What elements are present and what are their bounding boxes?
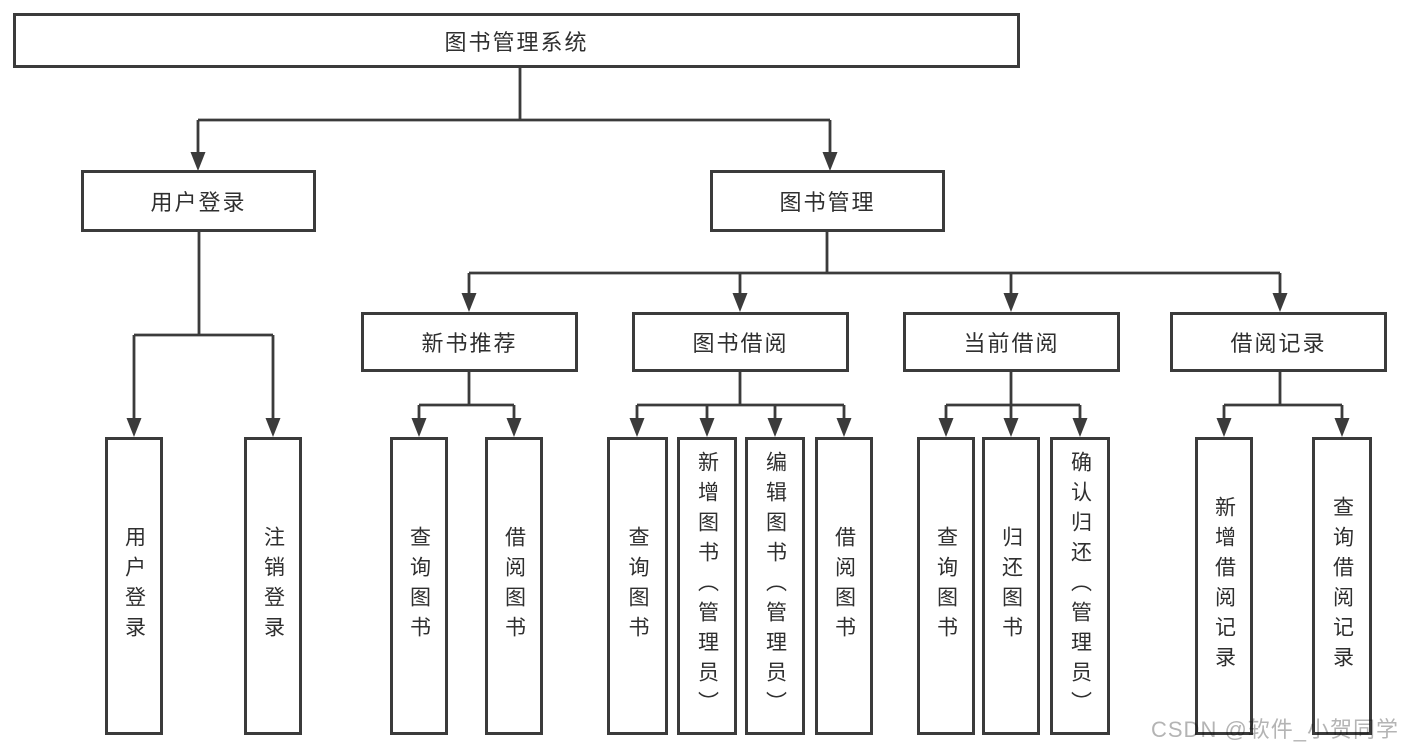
node-current-borrowing: 当前借阅: [903, 312, 1120, 372]
node-label: 图书借阅: [692, 331, 789, 356]
connector-root-to-level2: [190, 68, 838, 171]
node-label: 用户登录: [150, 190, 247, 215]
node-borrowing-records: 借阅记录: [1170, 312, 1387, 372]
leaf-query-books-borrowing: 查询图书: [607, 437, 668, 735]
node-label: 查询图书: [407, 526, 431, 646]
node-label: 编辑图书（管理员）: [763, 451, 787, 721]
leaf-query-borrow-record: 查询借阅记录: [1312, 437, 1372, 735]
leaf-logout-login: 注销登录: [244, 437, 302, 735]
leaf-borrow-books-recommend: 借阅图书: [485, 437, 543, 735]
leaf-user-login: 用户登录: [105, 437, 163, 735]
connector-new-book-recommendation-to-leaves: [411, 372, 522, 437]
leaf-borrow-books-borrowing: 借阅图书: [815, 437, 873, 735]
csdn-watermark: CSDN @软件_小贺同学: [1151, 717, 1400, 742]
leaf-query-books-current: 查询图书: [917, 437, 975, 735]
leaf-query-books-recommend: 查询图书: [390, 437, 448, 735]
node-label: 确认归还（管理员）: [1068, 451, 1092, 721]
connector-book-management-to-level3: [461, 232, 1288, 312]
node-new-book-recommendation: 新书推荐: [361, 312, 578, 372]
node-label: 归还图书: [999, 526, 1023, 646]
leaf-add-borrow-record: 新增借阅记录: [1195, 437, 1253, 735]
node-book-borrowing: 图书借阅: [632, 312, 849, 372]
node-label: 借阅记录: [1230, 331, 1327, 356]
node-book-management: 图书管理: [710, 170, 945, 232]
node-label: 查询图书: [934, 526, 958, 646]
leaf-edit-books-admin: 编辑图书（管理员）: [745, 437, 805, 735]
connector-user-login-to-leaves: [126, 232, 281, 437]
node-user-login: 用户登录: [81, 170, 316, 232]
leaf-confirm-return-admin: 确认归还（管理员）: [1050, 437, 1110, 735]
node-label: 当前借阅: [963, 331, 1060, 356]
connector-borrowing-records-to-leaves: [1216, 372, 1350, 437]
connector-book-borrowing-to-leaves: [629, 372, 852, 437]
node-label: 图书管理: [779, 190, 876, 215]
node-label: 图书管理系统: [444, 29, 589, 55]
node-label: 借阅图书: [502, 526, 526, 646]
leaf-add-books-admin: 新增图书（管理员）: [677, 437, 737, 735]
node-label: 查询图书: [626, 526, 649, 646]
node-label: 用户登录: [122, 526, 146, 646]
leaf-return-books: 归还图书: [982, 437, 1040, 735]
connector-current-borrowing-to-leaves: [938, 372, 1088, 437]
node-label: 借阅图书: [832, 526, 856, 646]
node-label: 新书推荐: [421, 331, 518, 356]
node-label: 新增图书（管理员）: [695, 451, 719, 721]
node-library-management-system: 图书管理系统: [13, 13, 1020, 68]
node-label: 查询借阅记录: [1330, 496, 1354, 676]
node-label: 新增借阅记录: [1212, 496, 1236, 676]
node-label: 注销登录: [261, 526, 285, 646]
